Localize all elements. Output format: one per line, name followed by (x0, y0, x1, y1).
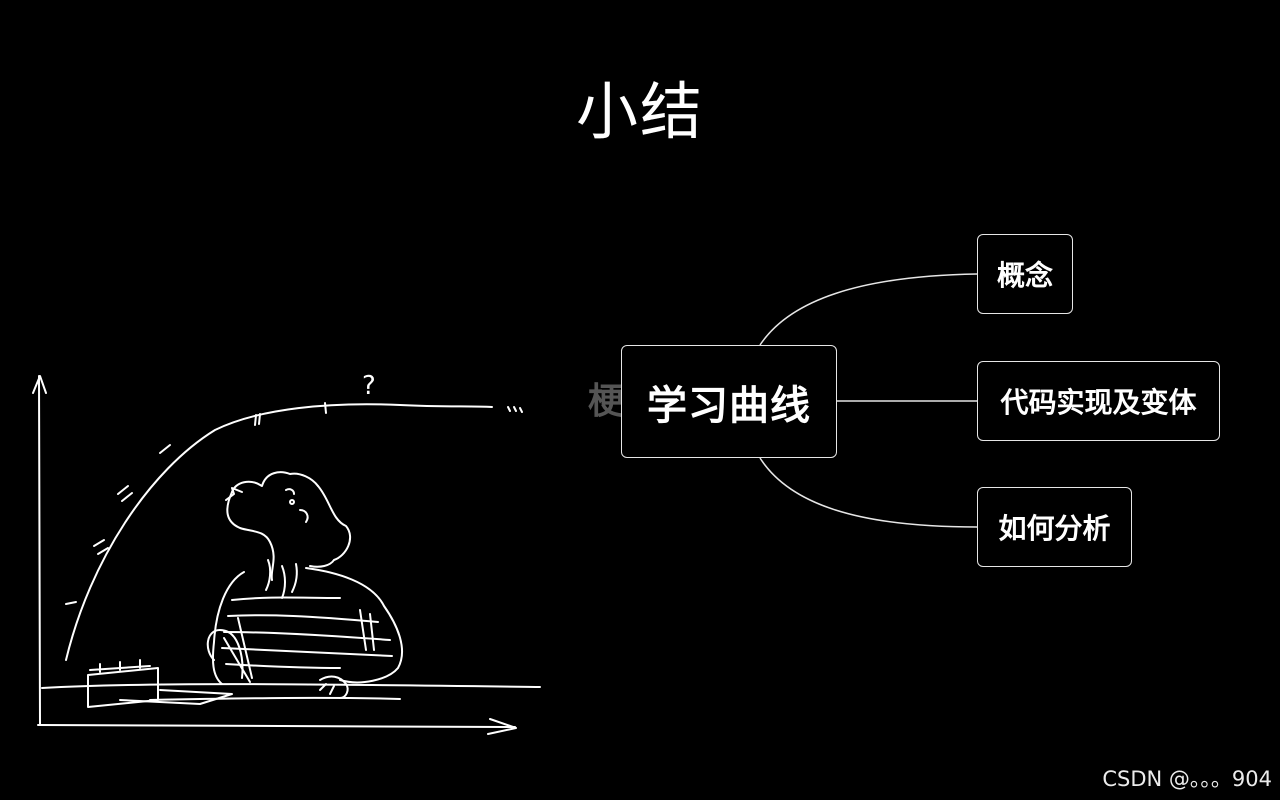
connector-analysis (759, 457, 978, 528)
node-label: 代码实现及变体 (1000, 386, 1197, 419)
connector-concept (759, 273, 978, 346)
question-mark: ? (362, 371, 376, 401)
watermark: CSDN @。。。904 (1102, 767, 1272, 791)
curve-tick-marks (65, 402, 327, 605)
center-node-label: 学习曲线 (647, 382, 811, 429)
mindmap-center-node[interactable]: 学习曲线 (621, 345, 837, 458)
learning-curve (65, 403, 493, 661)
y-axis (32, 375, 47, 726)
mindmap-node-analysis[interactable]: 如何分析 (977, 487, 1132, 567)
node-label: 如何分析 (998, 512, 1111, 545)
mindmap-node-code-variants[interactable]: 代码实现及变体 (977, 361, 1220, 441)
slide-title: 小结 (575, 75, 704, 148)
node-label: 概念 (996, 259, 1053, 292)
mindmap-node-concept[interactable]: 概念 (977, 234, 1073, 314)
books-icon (87, 659, 233, 708)
learning-curve-sketch: ? (32, 371, 541, 735)
dog-student-figure (206, 471, 403, 699)
desk-line (41, 683, 541, 701)
curve-tail-marks (507, 406, 523, 413)
x-axis (37, 718, 517, 735)
